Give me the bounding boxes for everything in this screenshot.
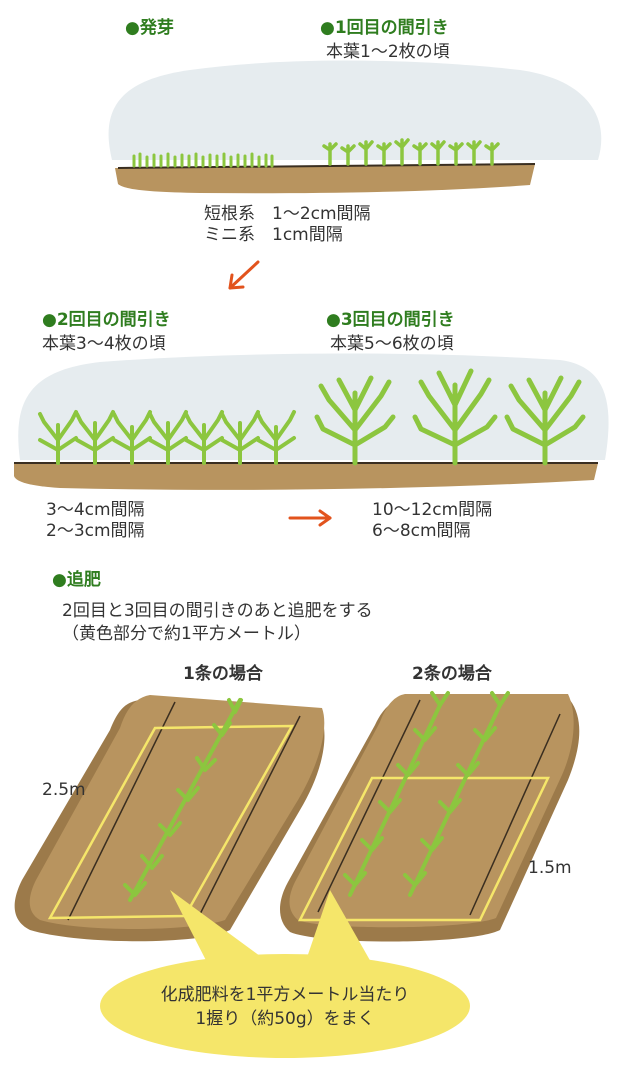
- thin1-title: ●1回目の間引き: [320, 18, 449, 38]
- germination-sprouts: [132, 152, 274, 168]
- arrow-right-icon: [288, 509, 332, 527]
- thin1-seedlings: [322, 138, 500, 166]
- fertilizer-desc-line2: （黄色部分で約1平方メートル）: [62, 624, 311, 644]
- case-double-label: 2条の場合: [412, 664, 492, 684]
- thin3-title: ●3回目の間引き: [326, 310, 455, 330]
- bed-single-row: [14, 695, 325, 942]
- thin1-leaf-label: 本葉1～2枚の頃: [326, 42, 450, 62]
- bubble-line2: 1握り（約50g）をまく: [195, 1009, 375, 1029]
- bed-double-row: [280, 691, 580, 942]
- thin3-leaf-label: 本葉5～6枚の頃: [330, 334, 454, 354]
- soil-middle: [14, 463, 598, 490]
- sky-middle: [18, 353, 609, 460]
- thin2-leaf-label: 本葉3～4枚の頃: [42, 334, 166, 354]
- spacing3-line1: 10～12cm間隔: [372, 500, 493, 520]
- case-single-label: 1条の場合: [183, 664, 263, 684]
- spacing3-line2: 6～8cm間隔: [372, 521, 471, 541]
- spacing1-line1: 短根系 1～2cm間隔: [204, 204, 371, 224]
- soil-top: [115, 164, 535, 194]
- fertilizer-title: ●追肥: [52, 570, 101, 590]
- fertilizer-bubble: [100, 890, 470, 1058]
- dimension-left-label: 2.5m: [42, 780, 86, 800]
- thin3-plants: [314, 368, 586, 466]
- fertilizer-desc-line1: 2回目と3回目の間引きのあと追肥をする: [62, 601, 373, 621]
- spacing2-line1: 3～4cm間隔: [46, 500, 145, 520]
- thin2-plants: [38, 410, 296, 465]
- germination-title: ●発芽: [125, 18, 174, 38]
- spacing2-line2: 2～3cm間隔: [46, 521, 145, 541]
- sky-top: [108, 60, 602, 160]
- dimension-right-label: 1.5m: [528, 858, 572, 878]
- arrow-down-left-icon: [228, 260, 260, 290]
- spacing1-line2: ミニ系 1cm間隔: [204, 225, 343, 245]
- thin2-title: ●2回目の間引き: [42, 310, 171, 330]
- bubble-line1: 化成肥料を1平方メートル当たり: [160, 985, 410, 1005]
